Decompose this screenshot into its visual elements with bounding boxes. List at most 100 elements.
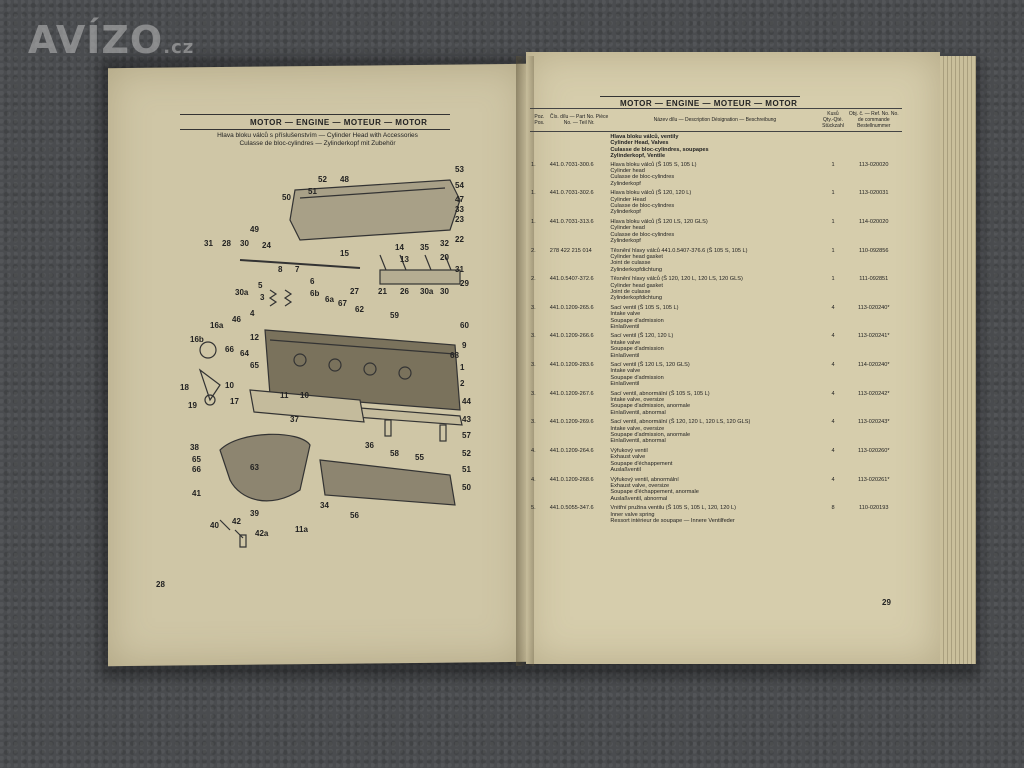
part-quantity: 4 <box>831 476 835 483</box>
svg-text:7: 7 <box>295 265 300 274</box>
svg-text:34: 34 <box>320 501 329 510</box>
part-position: 2. <box>531 276 536 283</box>
svg-text:16b: 16b <box>190 335 204 344</box>
svg-text:40: 40 <box>210 521 219 530</box>
part-description: Sací ventil, abnormální (Š 105 S, 105 L)… <box>610 390 710 416</box>
part-quantity: 1 <box>831 247 835 254</box>
svg-text:30: 30 <box>440 287 449 296</box>
part-description: Hlava bloku válců (Š 120 LS, 120 GLS)Cyl… <box>610 218 708 245</box>
svg-text:10: 10 <box>225 381 234 390</box>
parts-table: Poz. Pos. Čís. dílu — Part No. Pièce No.… <box>530 108 902 527</box>
svg-text:67: 67 <box>338 299 347 308</box>
part-quantity: 4 <box>831 390 835 397</box>
left-page-header: MOTOR — ENGINE — MOTEUR — MOTOR <box>250 118 428 127</box>
svg-text:64: 64 <box>240 349 249 358</box>
table-row: 3. 441.0.1209-267.6 Sací ventil, abnormáln… <box>530 391 902 420</box>
svg-text:42a: 42a <box>255 529 269 538</box>
part-quantity: 4 <box>831 333 835 340</box>
part-position: 1. <box>531 190 536 197</box>
svg-text:16a: 16a <box>210 321 224 330</box>
part-description: Sací ventil (Š 120 LS, 120 GLS)Intake va… <box>610 362 690 388</box>
part-number: 441.0.1209-269.6 <box>549 419 594 426</box>
svg-text:24: 24 <box>262 241 271 250</box>
svg-text:66: 66 <box>225 345 234 354</box>
svg-text:27: 27 <box>350 287 359 296</box>
svg-text:55: 55 <box>415 453 424 462</box>
part-quantity: 1 <box>831 276 835 283</box>
left-page-subtitle: Hlava bloku válců s příslušenstvím — Cyl… <box>217 132 418 147</box>
part-number: 441.0.1209-283.6 <box>549 362 594 368</box>
col-part-no: Čís. dílu — Part No. Pièce No. — Teil Nr… <box>548 108 610 132</box>
svg-text:22: 22 <box>455 235 464 244</box>
svg-text:28: 28 <box>222 239 231 248</box>
svg-text:41: 41 <box>192 489 201 498</box>
part-quantity: 4 <box>831 447 835 454</box>
right-page <box>526 52 940 664</box>
part-quantity: 1 <box>831 218 835 225</box>
svg-text:26: 26 <box>400 287 409 296</box>
svg-text:20: 20 <box>440 253 449 262</box>
part-position: 3. <box>531 390 536 397</box>
svg-text:2: 2 <box>460 379 465 388</box>
part-order-number: 113-020242* <box>857 390 890 397</box>
svg-text:56: 56 <box>350 511 359 520</box>
svg-text:35: 35 <box>420 243 429 252</box>
svg-text:5: 5 <box>258 281 263 290</box>
part-number: 441.0.5407-372.6 <box>549 276 594 283</box>
col-description: Název dílu — Description Désignation — B… <box>609 108 821 132</box>
part-description: Hlava bloku válců (Š 105 S, 105 L)Cylind… <box>610 161 697 187</box>
svg-text:53: 53 <box>455 165 464 174</box>
part-order-number: 113-020031 <box>859 190 889 197</box>
part-quantity: 4 <box>831 304 835 311</box>
part-position: 2. <box>531 247 536 254</box>
svg-text:19: 19 <box>188 401 197 410</box>
part-quantity: 8 <box>831 505 835 512</box>
svg-text:4: 4 <box>250 309 255 318</box>
part-order-number: 113-020261* <box>857 476 890 483</box>
svg-text:44: 44 <box>462 397 471 406</box>
book-spine <box>516 56 534 666</box>
svg-text:6: 6 <box>310 277 315 286</box>
svg-text:30a: 30a <box>235 288 249 297</box>
svg-text:31: 31 <box>204 239 213 248</box>
part-order-number: 114-020240* <box>857 362 890 368</box>
svg-text:6a: 6a <box>325 295 334 304</box>
svg-text:32: 32 <box>440 239 449 248</box>
svg-text:3: 3 <box>260 293 265 302</box>
part-description: Vnitřní pružina ventilu (Š 105 S, 105 L,… <box>610 505 737 524</box>
col-pos: Poz. Pos. <box>530 108 549 132</box>
right-page-number: 29 <box>882 598 891 607</box>
svg-text:51: 51 <box>308 187 317 196</box>
svg-text:11: 11 <box>280 391 289 400</box>
svg-text:43: 43 <box>462 415 471 424</box>
svg-text:58: 58 <box>390 449 399 458</box>
watermark-logo: AVÍZO.cz <box>28 18 195 62</box>
part-number: 441.0.1209-265.6 <box>549 304 594 311</box>
part-position: 4. <box>531 476 536 483</box>
part-order-number: 113-020020 <box>859 161 889 168</box>
header-rule-top <box>180 114 450 115</box>
part-number: 441.0.1209-267.6 <box>549 390 594 397</box>
part-position: 3. <box>531 304 536 311</box>
svg-text:65: 65 <box>250 361 259 370</box>
part-description: Hlava bloku válců (Š 120, 120 L)Cylinder… <box>610 190 692 216</box>
part-quantity: 4 <box>831 362 835 368</box>
part-position: 1. <box>531 218 536 225</box>
svg-text:9: 9 <box>462 341 467 350</box>
part-number: 441.0.5055-347.6 <box>549 505 594 512</box>
svg-text:21: 21 <box>378 287 387 296</box>
part-position: 4. <box>531 447 536 454</box>
svg-text:52: 52 <box>318 175 327 184</box>
svg-text:6b: 6b <box>310 289 319 298</box>
svg-text:30: 30 <box>240 239 249 248</box>
right-page-header: MOTOR — ENGINE — MOTEUR — MOTOR <box>620 99 798 108</box>
